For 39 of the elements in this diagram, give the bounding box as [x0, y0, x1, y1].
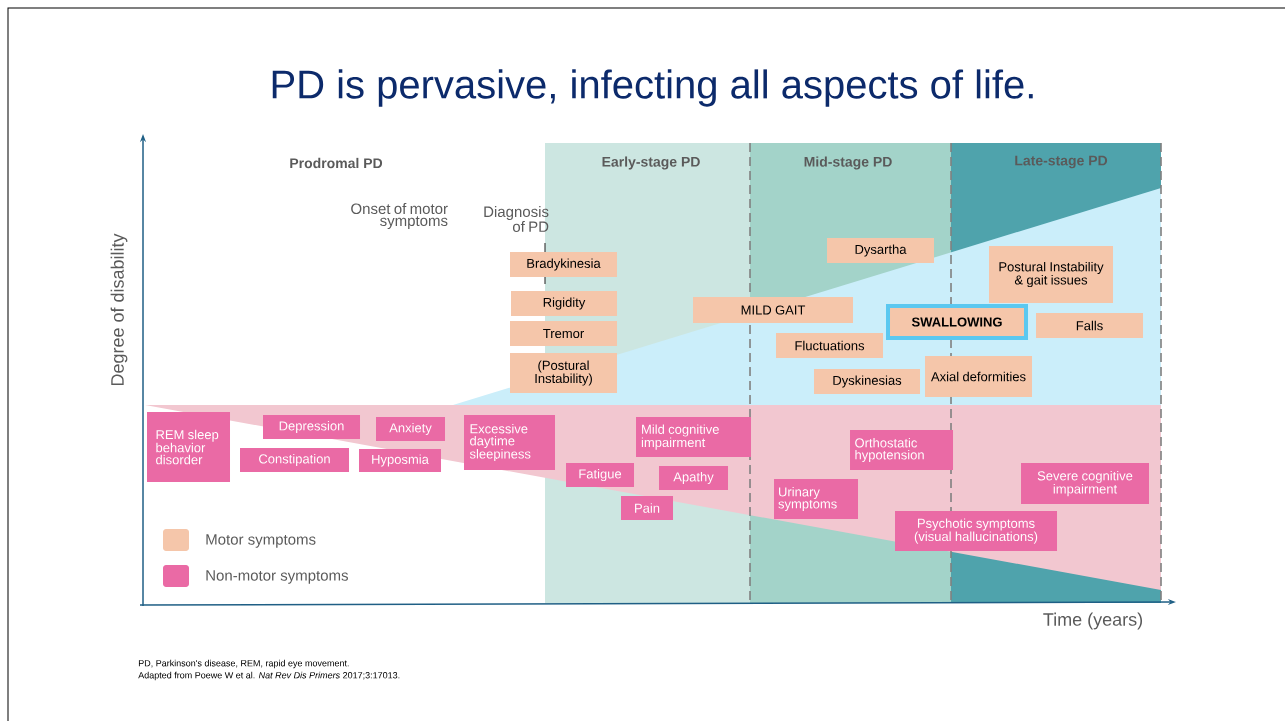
highlighted-symptom-box: SWALLOWING — [886, 304, 1028, 340]
milestone-text: Diagnosis of PD — [484, 206, 549, 232]
motor-symptom-box: Dyskinesias — [814, 369, 920, 394]
non-motor-symptom-box: Pain — [621, 496, 673, 520]
motor-symptom-box: Rigidity — [511, 291, 617, 316]
axis-label: Degree of disability — [110, 233, 128, 386]
non-motor-symptom-box: Anxiety — [376, 417, 445, 441]
footnote: Adapted from Poewe W et al. Nat Rev Dis Primers 2017;3:17013. — [138, 671, 400, 681]
legend-text: Motor symptoms — [206, 534, 316, 548]
motor-symptom-box: (Postural Instability) — [510, 353, 617, 393]
axis-label: Time (years) — [1043, 612, 1143, 630]
non-motor-symptom-box: Depression — [263, 415, 360, 439]
motor-symptom-box: Axial deformities — [925, 356, 1032, 397]
stage-heading: Mid-stage PD — [804, 156, 892, 170]
stage-heading: Late-stage PD — [1015, 155, 1108, 169]
motor-symptom-box: Dysartha — [827, 238, 934, 263]
non-motor-symptom-box: Urinary symptoms — [774, 479, 858, 519]
motor-symptom-box: Postural Instability & gait issues — [989, 246, 1113, 303]
non-motor-symptom-box: Hyposmia — [359, 449, 441, 472]
motor-symptom-box: Fluctuations — [776, 333, 883, 358]
non-motor-symptom-box: Fatigue — [566, 463, 634, 487]
non-motor-symptom-box: REM sleep behavior disorder — [147, 412, 230, 482]
non-motor-symptom-box: Orthostatic hypotension — [850, 430, 953, 470]
footnote: PD, Parkinson's disease, REM, rapid eye movement. — [138, 659, 349, 669]
non-motor-symptom-box: Severe cognitive impairment — [1021, 463, 1149, 504]
motor-symptom-box: Bradykinesia — [510, 252, 617, 277]
non-motor-symptom-box: Excessive daytime sleepiness — [464, 415, 555, 470]
motor-symptom-box: Falls — [1036, 313, 1143, 338]
non-motor-symptom-box: Mild cognitive impairment — [636, 417, 751, 457]
milestone-text: Onset of motor symptoms — [351, 203, 448, 229]
motor-symptom-box: Tremor — [510, 321, 617, 346]
stage-heading: Early-stage PD — [602, 156, 700, 170]
legend-text: Non-motor symptoms — [206, 570, 348, 584]
non-motor-symptom-box: Constipation — [240, 448, 349, 472]
title: PD is pervasive, infecting all aspects of life. — [272, 69, 1033, 107]
non-motor-symptom-box: Psychotic symptoms (visual hallucinations) — [895, 511, 1057, 551]
motor-symptom-box: MILD GAIT — [693, 297, 853, 323]
non-motor-symptom-box: Apathy — [659, 466, 728, 490]
stage-heading: Prodromal PD — [290, 157, 383, 169]
